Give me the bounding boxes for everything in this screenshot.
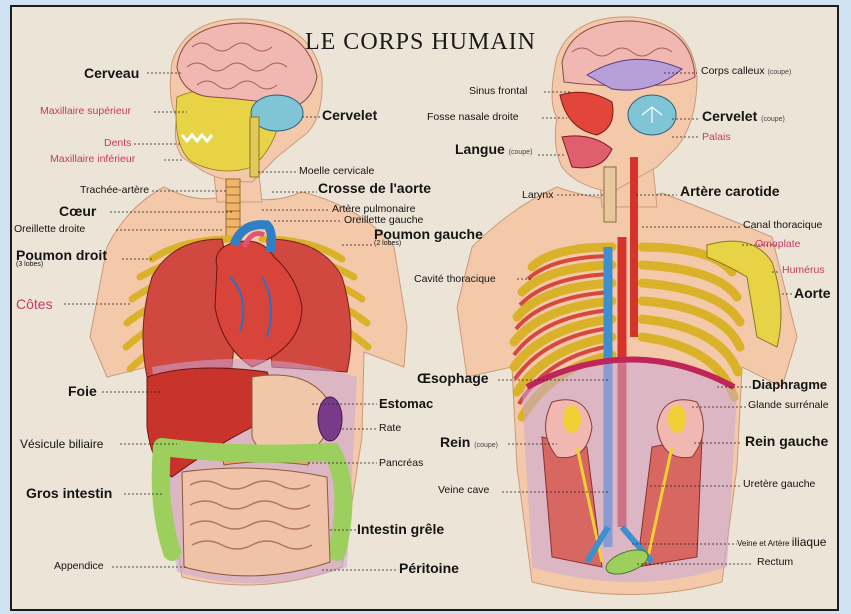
poster-frame: LE CORPS HUMAIN Cerveau Maxillaire supér… xyxy=(10,5,839,611)
left-spleen xyxy=(318,397,342,441)
label-aorte: Aorte xyxy=(794,285,831,301)
label-oreillette-gauche: Oreillette gauche xyxy=(344,214,423,226)
label-moelle-cervicale: Moelle cervicale xyxy=(299,165,374,177)
label-dents: Dents xyxy=(104,137,131,149)
right-figure xyxy=(457,17,797,595)
label-larynx: Larynx xyxy=(522,189,554,201)
label-sinus-frontal: Sinus frontal xyxy=(469,85,527,97)
label-cervelet: Cervelet xyxy=(322,107,377,123)
label-poumon-droit: Poumon droit(3 lobes) xyxy=(16,247,107,268)
label-vesicule-biliaire: Vésicule biliaire xyxy=(20,437,103,451)
label-cavite-thoracique: Cavité thoracique xyxy=(414,273,496,285)
label-cerveau: Cerveau xyxy=(84,65,139,81)
label-rectum: Rectum xyxy=(757,556,793,568)
label-oreillette-droite: Oreillette droite xyxy=(14,223,85,235)
label-foie: Foie xyxy=(68,383,97,399)
left-figure xyxy=(90,19,407,585)
label-peritoine: Péritoine xyxy=(399,560,459,576)
right-larynx xyxy=(604,167,616,222)
label-cervelet-coupe: Cervelet (coupe) xyxy=(702,108,785,124)
label-veine-cave: Veine cave xyxy=(438,484,489,496)
label-diaphragme: Diaphragme xyxy=(752,377,827,392)
label-palais: Palais xyxy=(702,131,731,143)
left-spinal-cord xyxy=(250,117,259,177)
label-estomac: Estomac xyxy=(379,396,433,411)
label-rate: Rate xyxy=(379,422,401,434)
poster-title: LE CORPS HUMAIN xyxy=(12,29,839,56)
label-rein-gauche: Rein gauche xyxy=(745,433,828,449)
label-glande-surrenale: Glande surrénale xyxy=(748,399,829,411)
label-corps-calleux: Corps calleux (coupe) xyxy=(701,65,791,77)
label-canal-thoracique: Canal thoracique xyxy=(743,219,822,231)
label-langue: Langue (coupe) xyxy=(455,141,532,157)
label-appendice: Appendice xyxy=(54,560,104,572)
label-pancreas: Pancréas xyxy=(379,457,423,469)
label-humerus: Humérus xyxy=(782,264,825,276)
label-intestin-grele: Intestin grêle xyxy=(357,521,444,537)
label-uretere-gauche: Uretère gauche xyxy=(743,478,815,490)
label-fosse-nasale-droite: Fosse nasale droite xyxy=(427,111,519,123)
label-coeur: Cœur xyxy=(59,203,96,219)
poster-sheet: LE CORPS HUMAIN Cerveau Maxillaire supér… xyxy=(12,7,839,611)
label-omoplate: Omoplate xyxy=(755,238,801,250)
label-gros-intestin: Gros intestin xyxy=(26,485,112,501)
left-trachea xyxy=(226,179,240,237)
label-oesophage: Œsophage xyxy=(417,370,489,386)
label-rein: Rein (coupe) xyxy=(440,434,498,450)
label-cotes: Côtes xyxy=(16,296,53,312)
label-poumon-gauche: Poumon gauche(2 lobes) xyxy=(374,226,483,247)
label-maxillaire-inferieur: Maxillaire inférieur xyxy=(50,153,135,165)
label-veine-artere-iliaque: Veine et Artère iliaque xyxy=(737,535,826,549)
label-maxillaire-superieur: Maxillaire supérieur xyxy=(40,105,131,117)
label-crosse-aorte: Crosse de l'aorte xyxy=(318,180,431,196)
label-trachee-artere: Trachée-artère xyxy=(80,184,149,196)
label-artere-carotide: Artère carotide xyxy=(680,183,780,199)
